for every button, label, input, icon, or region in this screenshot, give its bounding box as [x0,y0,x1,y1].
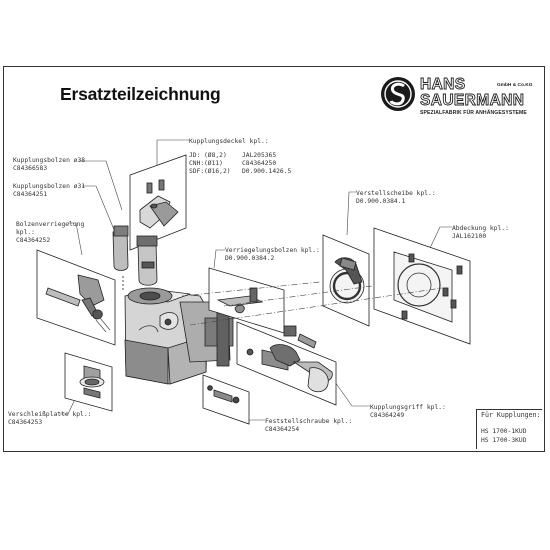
number-kupplungsgriff: C84364249 [370,412,405,419]
kupplungsdeckel-sdf-make: SDF: [189,168,205,175]
number-bolzenverriegelung: C84364252 [16,237,51,244]
label-abdeckung: Abdeckung kpl.: [452,225,509,232]
label-feststellschraube: Feststellschraube kpl.: [265,418,353,425]
label-kupplungsbolzen-38: Kupplungsbolzen ø38 [13,157,86,164]
kupplungsdeckel-jd-size: (Ø8,2) [204,152,227,159]
axis-lines [181,281,443,326]
logo-company-suffix: GmbH & Co.KG [497,83,533,88]
sauermann-logo-mark [381,77,415,111]
kupplungsdeckel-sdf-size: (Ø16,2) [204,168,231,175]
number-verstellscheibe: D0.900.0384.1 [356,198,406,205]
verriegelungsbolzen-part [208,267,285,334]
label-kupplungsbolzen-31: Kupplungsbolzen ø31 [13,183,86,190]
kupplungsdeckel-cnh-number: C84364250 [242,160,277,167]
label-verstellscheibe: Verstellscheibe kpl.: [356,190,436,197]
kupplungsdeckel-cnh-make: CNH: [189,160,205,167]
label-kupplungsdeckel: Kupplungsdeckel kpl.: [189,138,269,145]
drawing-frame [3,66,545,452]
logo-tagline: SPEZIALFABRIK FÜR ANHÄNGESYSTEME [420,110,527,116]
kupplungsdeckel-part [129,154,187,251]
verschleissplatte-part [64,352,113,412]
main-housing-part [124,287,234,385]
models-box [476,409,542,449]
logo-line-sauermann: SAUERMANN [420,92,525,109]
number-abdeckung: JAL162100 [452,233,487,240]
number-verriegelungsbolzen: D0.900.0384.2 [225,255,275,262]
bolzenverriegelung-part [36,249,116,346]
kupplungsdeckel-cnh-size: (Ø11) [204,160,223,167]
models-heading: Für Kupplungen: [481,411,541,419]
verstellscheibe-part [322,234,370,327]
number-feststellschraube: C84364254 [265,426,300,433]
number-kupplungsbolzen-31: C84364251 [13,191,48,198]
model-item: HS 1700-1KUD [481,428,527,435]
label-verriegelungsbolzen: Verriegelungsbolzen kpl.: [225,247,320,254]
label-bolzenverriegelung: Bolzenverriegelung [16,221,85,228]
label-kupplungsgriff: Kupplungsgriff kpl.: [370,404,446,411]
kupplungsdeckel-sdf-number: D0.900.1426.5 [242,168,292,175]
model-item: HS 1700-3KUD [481,437,527,444]
kupplungsbolzen-parts [112,225,158,292]
number-verschleissplatte: C84364253 [8,419,43,426]
abdeckung-part [373,227,471,345]
kupplungsgriff-part [236,321,337,406]
feststellschraube-part [202,374,250,425]
drawing-title: Ersatzteilzeichnung [60,84,221,104]
number-kupplungsbolzen-38: C84366583 [13,165,48,172]
kupplungsdeckel-jd-number: JAL205365 [242,152,277,159]
label-verschleissplatte: Verschleißplatte kpl.: [8,411,92,418]
logo-line-hans: HANS [420,76,466,93]
kupplungsdeckel-jd-make: JD: [189,152,201,159]
label-bolzenverriegelung-kpl: kpl.: [16,229,35,236]
